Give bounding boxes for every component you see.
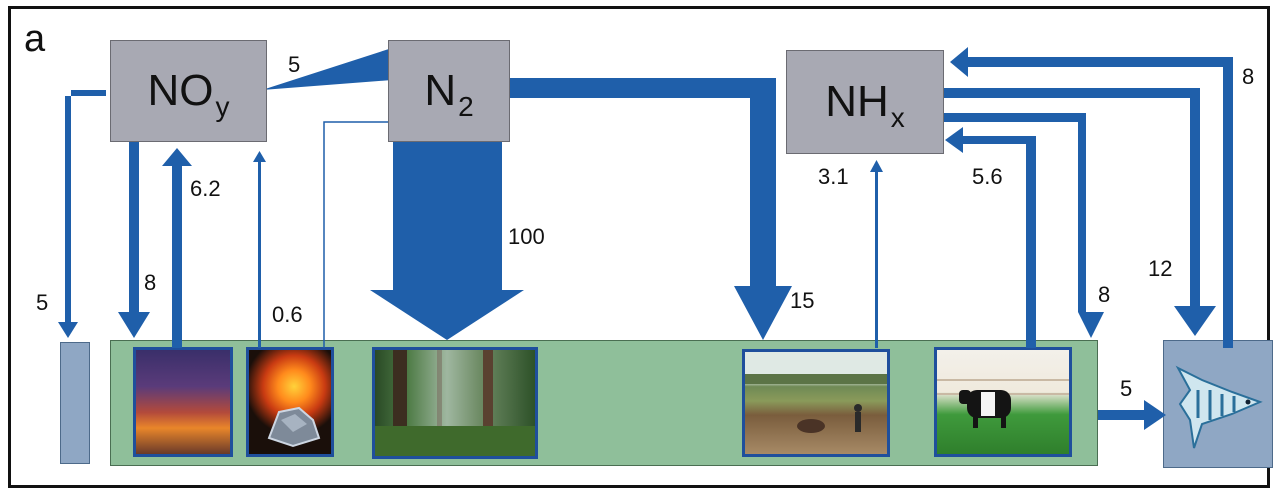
plowing-field-photo — [742, 349, 890, 457]
label-n2-to-agriculture: 15 — [790, 288, 815, 313]
label-noy-to-water: 5 — [36, 290, 49, 315]
nhx-node-sub: x — [890, 102, 905, 133]
arrow-fire-to-noy — [162, 148, 192, 348]
n2-node-sub: 2 — [458, 91, 474, 122]
line-n2-to-fossil — [323, 121, 388, 348]
water-sink-left — [60, 342, 90, 464]
label-nhx-to-water: 12 — [1148, 256, 1173, 281]
label-noy-to-ground: 8 — [144, 270, 157, 295]
arrow-noy-to-water — [58, 90, 112, 338]
arrow-livestock-to-nhx — [945, 127, 1036, 348]
n2-node-main: N — [424, 66, 457, 115]
arrow-land-to-water — [1098, 400, 1166, 430]
wildfire-photo — [133, 347, 233, 457]
noy-node-sub: y — [215, 91, 230, 122]
nhx-node-main: NH — [825, 77, 889, 126]
label-agriculture-to-nhx: 3.1 — [818, 164, 849, 189]
arrow-fossil-to-noy — [253, 151, 266, 348]
arrow-nhx-to-ground — [944, 113, 1104, 338]
arrow-n2-to-agriculture — [510, 78, 792, 340]
noy-node-main: NO — [147, 66, 214, 115]
panel-label: a — [24, 18, 46, 60]
forest-photo — [372, 347, 538, 459]
arrow-noy-to-ground — [118, 142, 150, 338]
label-fossil-to-noy: 0.6 — [272, 302, 303, 327]
cow-pasture-photo — [934, 347, 1072, 457]
fish-drawing — [1172, 350, 1268, 458]
label-livestock-to-nhx: 5.6 — [972, 164, 1003, 189]
arrow-agriculture-to-nhx — [870, 160, 883, 348]
arrow-n2-to-noy — [262, 48, 392, 90]
arrow-nhx-to-water — [944, 88, 1216, 336]
label-n2-fixation: 100 — [508, 224, 545, 249]
burning-coal-photo — [246, 347, 334, 457]
label-n2-to-noy: 5 — [288, 52, 301, 77]
label-fire-to-noy: 6.2 — [190, 176, 221, 201]
label-nhx-to-ground: 8 — [1098, 282, 1111, 307]
arrow-n2-fixation — [370, 142, 524, 340]
label-water-to-nhx: 8 — [1242, 64, 1255, 89]
label-land-to-water: 5 — [1120, 376, 1133, 401]
